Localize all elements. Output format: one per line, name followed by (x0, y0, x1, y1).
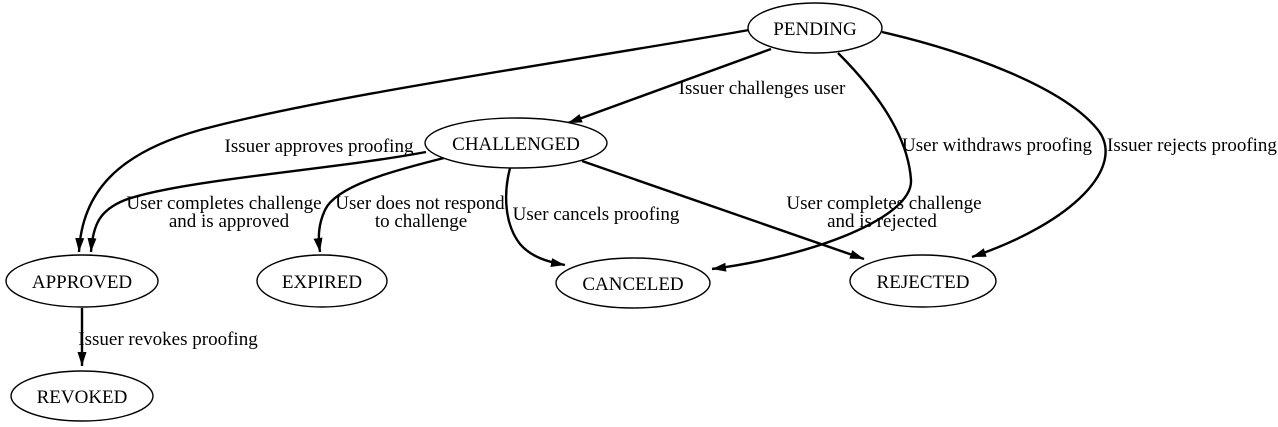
node-expired: EXPIRED (256, 254, 388, 308)
node-label-rejected: REJECTED (877, 272, 970, 293)
edge-label-approved-to-revoked: Issuer revokes proofing (78, 329, 258, 350)
node-ellipse-canceled (555, 257, 711, 309)
edge-challenged-to-canceled (504, 167, 566, 267)
edge-challenged-to-expired (313, 156, 445, 253)
edge-label-pending-to-rejected: Issuer rejects proofing (1107, 135, 1277, 156)
edge-label-challenged-to-expired-line2: to challenge (375, 211, 467, 232)
edge-label-pending-to-challenged: Issuer challenges user (679, 78, 846, 99)
edge-label-pending-to-approved: Issuer approves proofing (225, 136, 414, 157)
node-label-pending: PENDING (773, 19, 857, 40)
node-canceled: CANCELED (555, 257, 711, 309)
node-ellipse-rejected (849, 254, 997, 308)
node-label-canceled: CANCELED (582, 274, 683, 295)
edge-label-challenged-to-approved-line1: User completes challenge (126, 193, 321, 214)
edge-label-challenged-to-rejected-line2: and is rejected (827, 211, 937, 232)
edge-pending-to-rejected (881, 30, 1107, 259)
edge-challenged-to-approved (87, 150, 427, 253)
node-label-approved: APPROVED (32, 272, 132, 293)
node-ellipse-pending (747, 2, 883, 54)
node-pending: PENDING (747, 2, 883, 54)
node-rejected: REJECTED (849, 254, 997, 308)
node-ellipse-expired (256, 254, 388, 308)
node-ellipse-revoked (10, 370, 154, 422)
node-ellipse-approved (5, 254, 159, 308)
node-ellipse-challenged (424, 117, 608, 169)
node-label-revoked: REVOKED (37, 387, 128, 408)
edge-label-pending-to-canceled: User withdraws proofing (902, 135, 1092, 156)
edge-pending-to-approved (75, 28, 750, 253)
edge-pending-to-challenged (567, 47, 772, 125)
edge-label-challenged-to-canceled: User cancels proofing (513, 204, 680, 225)
edge-label-challenged-to-approved-line2: and is approved (169, 211, 290, 232)
edge-label-challenged-to-expired-line1: User does not respond (335, 193, 505, 214)
edge-label-challenged-to-rejected-line1: User completes challenge (786, 193, 981, 214)
node-challenged: CHALLENGED (424, 117, 608, 169)
node-approved: APPROVED (5, 254, 159, 308)
node-label-expired: EXPIRED (282, 272, 362, 293)
edge-pending-to-canceled (711, 52, 913, 272)
node-label-challenged: CHALLENGED (452, 134, 580, 155)
edge-challenged-to-rejected (581, 159, 865, 261)
node-revoked: REVOKED (10, 370, 154, 422)
